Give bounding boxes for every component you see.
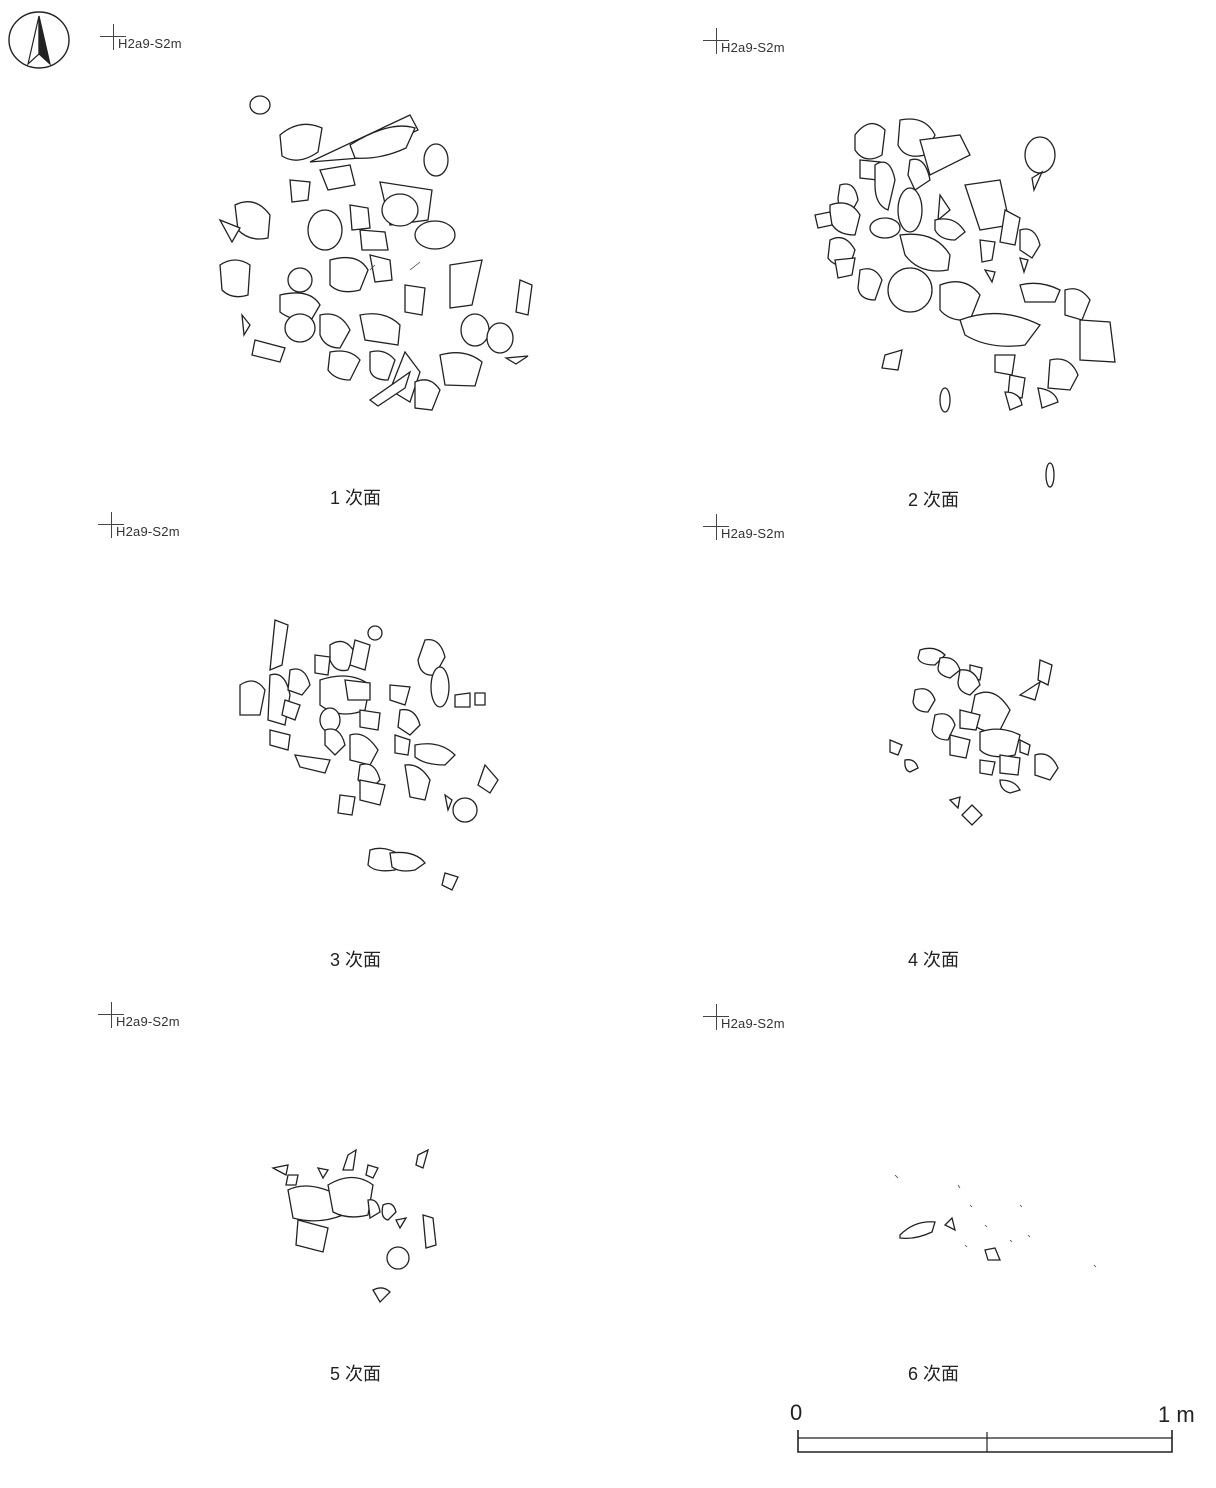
datum-label: H2a9-S2m [721, 1016, 785, 1031]
stone-scatter-2 [814, 118, 1116, 488]
scale-end-label: 1 m [1158, 1402, 1195, 1427]
datum-label: H2a9-S2m [721, 526, 785, 541]
north-arrow-icon [8, 11, 70, 69]
datum-label: H2a9-S2m [721, 40, 785, 55]
datum-label: H2a9-S2m [118, 36, 182, 51]
stone-scatter-1 [218, 95, 533, 411]
stone-scatter-4 [889, 647, 1059, 826]
scale-start-label: 0 [790, 1400, 803, 1425]
stone-scatter-6 [894, 1174, 1097, 1268]
datum-label: H2a9-S2m [116, 524, 180, 539]
panel-caption-4: 4 次面 [908, 950, 960, 970]
stone-scatter-5 [271, 1148, 437, 1304]
panel-caption-6: 6 次面 [908, 1364, 960, 1384]
panel-caption-2: 2 次面 [908, 490, 960, 510]
datum-label: H2a9-S2m [116, 1014, 180, 1029]
scale-bar [797, 1430, 1173, 1453]
stone-scatter-3 [239, 619, 499, 891]
panel-caption-3: 3 次面 [330, 950, 382, 970]
panel-caption-5: 5 次面 [330, 1364, 382, 1384]
panel-caption-1: 1 次面 [330, 488, 382, 508]
